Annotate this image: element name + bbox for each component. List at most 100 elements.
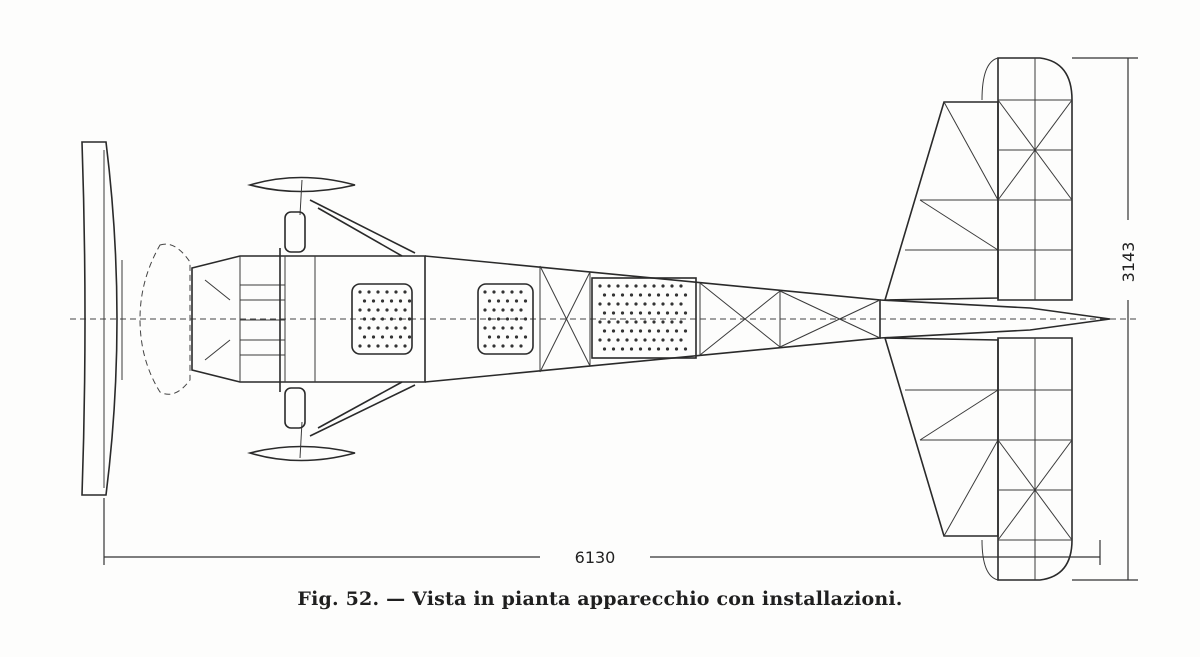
perforation-dot [362,335,367,339]
perforation-dot [598,338,602,342]
rear-tank-perforations [483,290,528,348]
perforation-dot [483,290,487,294]
perforation-dot [519,290,523,294]
propeller [81,141,123,496]
perforation-dot [398,335,403,339]
perforation-dot [598,320,602,324]
perforation-dot [634,284,638,288]
perforation-dot [674,293,679,297]
perforation-dot [380,299,385,303]
perforation-dot [407,299,412,303]
front-tank-perforations [358,290,412,348]
perforation-dot [679,302,683,306]
perforation-dot [670,320,674,324]
perforation-dot [358,326,362,330]
perforation-dot [607,284,611,288]
perforation-dot [652,284,656,288]
perforation-dot [643,338,647,342]
perforation-dot [670,338,674,342]
perforation-dot [519,326,523,330]
perforation-dot [371,299,376,303]
perforation-dot [602,329,607,333]
perforation-dot [665,329,670,333]
perforation-dot [616,320,620,324]
perforation-dot [661,302,665,306]
perforation-dot [519,308,523,312]
perforation-dot [647,329,652,333]
tail-cone [879,299,1111,339]
perforation-dot [492,344,496,348]
dimension-tail-span-label: 3143 [1119,242,1138,283]
perforation-dot [514,335,519,339]
perforation-dot [371,335,376,339]
perforation-dot [683,347,688,351]
perforation-dot [483,326,487,330]
perforation-dot [385,308,389,312]
perforation-dot [620,347,625,351]
perforation-dot [483,308,487,312]
perforation-dot [625,338,629,342]
perforation-dot [670,302,674,306]
dimension-tail-span [1072,57,1138,581]
perforation-dot [638,329,643,333]
perforation-dot [625,284,629,288]
perforation-dot [385,344,389,348]
perforation-dot [389,335,394,339]
perforation-dot [665,347,670,351]
perforation-dot [505,299,510,303]
perforation-dot [674,311,679,315]
perforation-dot [656,311,661,315]
perforation-dot [510,326,514,330]
perforation-dot [367,308,371,312]
perforation-dot [394,326,398,330]
perforation-dot [683,293,688,297]
perforation-dot [358,290,362,294]
perforation-dot [665,293,670,297]
perforation-dot [510,290,514,294]
perforation-dot [683,311,688,315]
perforation-dot [407,335,412,339]
fuel-tank-front [351,283,413,355]
perforation-dot [679,338,683,342]
perforation-dot [505,335,510,339]
engine-outline [139,243,191,395]
perforation-dot [496,335,501,339]
perforation-dot [501,344,505,348]
perforation-dot [607,302,611,306]
perforation-dot [403,290,407,294]
perforation-dot [380,335,385,339]
perforation-dot [679,320,683,324]
perforation-dot [523,335,528,339]
perforation-dot [380,317,385,321]
perforation-dot [643,320,647,324]
perforation-dot [510,308,514,312]
elevator-lower [981,337,1073,581]
perforation-dot [394,344,398,348]
perforation-dot [389,299,394,303]
perforation-dot [674,347,679,351]
perforation-dot [661,284,665,288]
perforation-dot [629,293,634,297]
perforation-dot [656,329,661,333]
perforation-dot [385,290,389,294]
perforation-dot [371,317,376,321]
perforation-dot [638,293,643,297]
perforation-dot [602,293,607,297]
perforation-dot [620,311,625,315]
perforation-dot [647,293,652,297]
perforation-dot [501,308,505,312]
dimension-length-label: 6130 [575,548,616,567]
perforation-dot [652,302,656,306]
perforation-dot [483,344,487,348]
perforation-dot [492,290,496,294]
perforation-dot [634,302,638,306]
perforation-dot [514,299,519,303]
perforation-dot [611,293,616,297]
figure-caption: Fig. 52. — Vista in pianta apparecchio c… [297,588,903,610]
perforation-dot [670,284,674,288]
perforation-dot [647,311,652,315]
perforation-dot [403,308,407,312]
perforation-dot [362,299,367,303]
perforation-dot [634,338,638,342]
